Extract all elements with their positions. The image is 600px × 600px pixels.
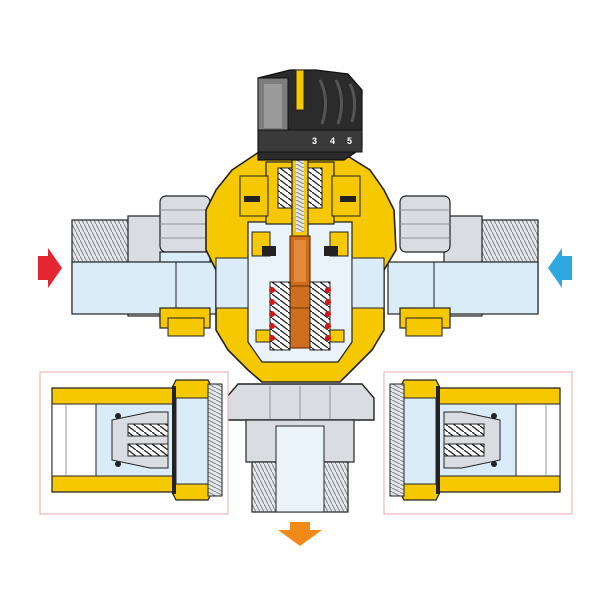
o-ring-seals	[269, 287, 331, 341]
mixed-outlet	[225, 383, 375, 513]
main-spring-left	[270, 282, 290, 350]
left-water-passage	[71, 261, 223, 315]
arrow-down-icon	[278, 522, 322, 546]
left-union-nut	[159, 195, 211, 253]
knob-scale-3: 3	[312, 136, 317, 146]
right-check-valve-detail	[383, 371, 573, 515]
right-union-nut	[399, 195, 451, 253]
arrow-left-icon	[548, 248, 572, 288]
thermostatic-cartridge	[269, 235, 331, 351]
arrow-right-icon	[38, 248, 62, 288]
right-water-passage	[387, 261, 539, 315]
upper-spring-left	[278, 168, 292, 208]
knob-scale-5: 5	[347, 136, 352, 146]
left-inlet-pipe	[71, 195, 223, 337]
left-check-valve-detail	[39, 371, 229, 515]
upper-spring-right	[308, 168, 322, 208]
right-inlet-pipe	[387, 195, 539, 337]
temperature-knob[interactable]: 3 4 5	[257, 69, 363, 161]
knob-scale: 3 4 5	[312, 136, 352, 146]
main-spring-right	[310, 282, 330, 350]
knob-scale-4: 4	[330, 136, 335, 146]
